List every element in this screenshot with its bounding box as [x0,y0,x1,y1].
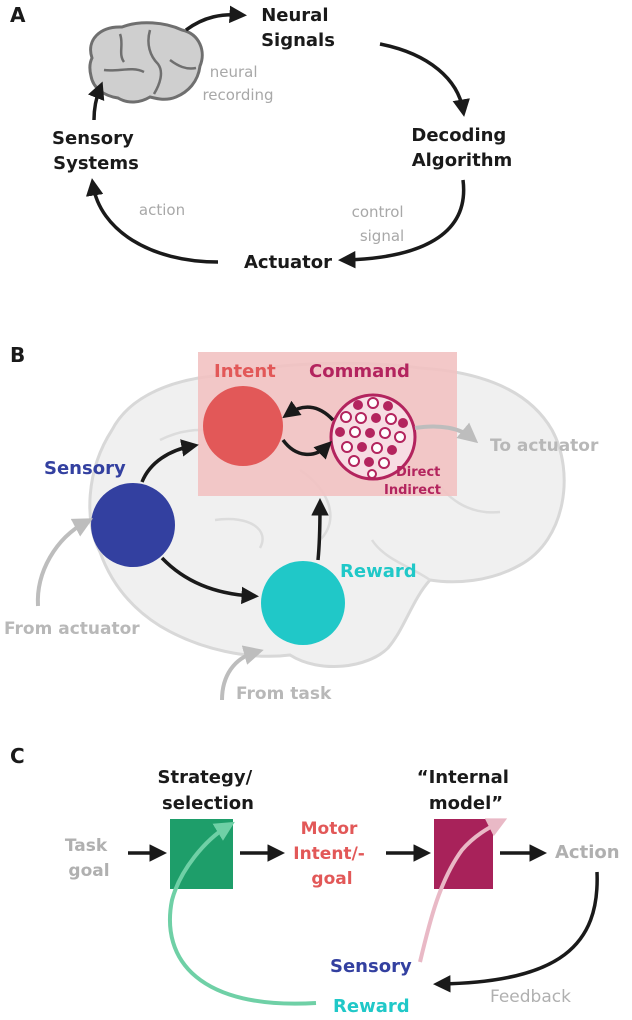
reward-node [261,561,345,645]
label-action: action [139,201,185,219]
arrow-actuator-to-sensory [85,178,219,264]
label-sensory: Sensory [44,458,126,479]
arrow-sensory-to-model [418,818,508,963]
command-node [329,393,417,481]
label-action-c: Action [555,842,620,863]
label-feedback: Feedback [490,987,571,1007]
label-to-actuator: To actuator [490,436,599,456]
label-sensory-systems: Sensory Systems [52,128,140,174]
panel-a-letter: A [10,3,26,27]
arrow-reward-to-strategy [167,821,317,1006]
arrow-command-to-intent [282,400,335,422]
panel-c-letter: C [10,744,25,768]
panel-b: B [4,343,599,704]
arrow-action-feedback [433,871,599,993]
label-strategy-selection: Strategy/ selection [158,767,259,814]
panel-a: A Neural Signals neural recording Decodi… [10,3,512,273]
label-from-actuator: From actuator [4,619,140,639]
label-actuator: Actuator [244,252,332,273]
sensory-node [91,483,175,567]
label-intent: Intent [214,361,276,382]
intent-node [203,386,283,466]
brain-icon [88,21,204,104]
panel-c: C Strategy/ selection “Internal model” T… [10,744,620,1017]
label-command: Command [309,361,410,382]
label-neural-signals: Neural Signals [261,5,335,51]
arrow-sensory-to-intent [140,439,199,483]
label-internal-model: “Internal model” [417,767,515,814]
arrow-from-actuator [35,518,94,607]
label-from-task: From task [236,684,332,704]
arrow-brain-to-signals [184,5,247,32]
arrow-intent-to-command [281,438,332,460]
label-reward: Reward [340,561,417,582]
arrow-sensory-to-brain [87,81,105,121]
label-direct: Direct [396,465,440,480]
label-neural-recording: neural recording [202,63,273,104]
arrow-sensory-to-reward [160,556,259,605]
label-sensory-c: Sensory [330,956,412,977]
arrow-from-task [220,645,264,701]
label-decoding-algorithm: Decoding Algorithm [411,125,512,171]
label-reward-c: Reward [333,996,410,1017]
label-motor-intent: Motor Intent/- goal [293,819,371,889]
label-indirect: Indirect [384,483,441,498]
panel-b-letter: B [10,343,25,367]
arrow-signals-to-decoding [379,42,470,117]
arrow-to-actuator [414,422,479,444]
label-task-goal: Task goal [65,836,113,881]
arrow-reward-to-command [311,498,329,561]
label-control-signal: control signal [352,203,409,245]
arrow-decoding-to-actuator [338,179,466,269]
